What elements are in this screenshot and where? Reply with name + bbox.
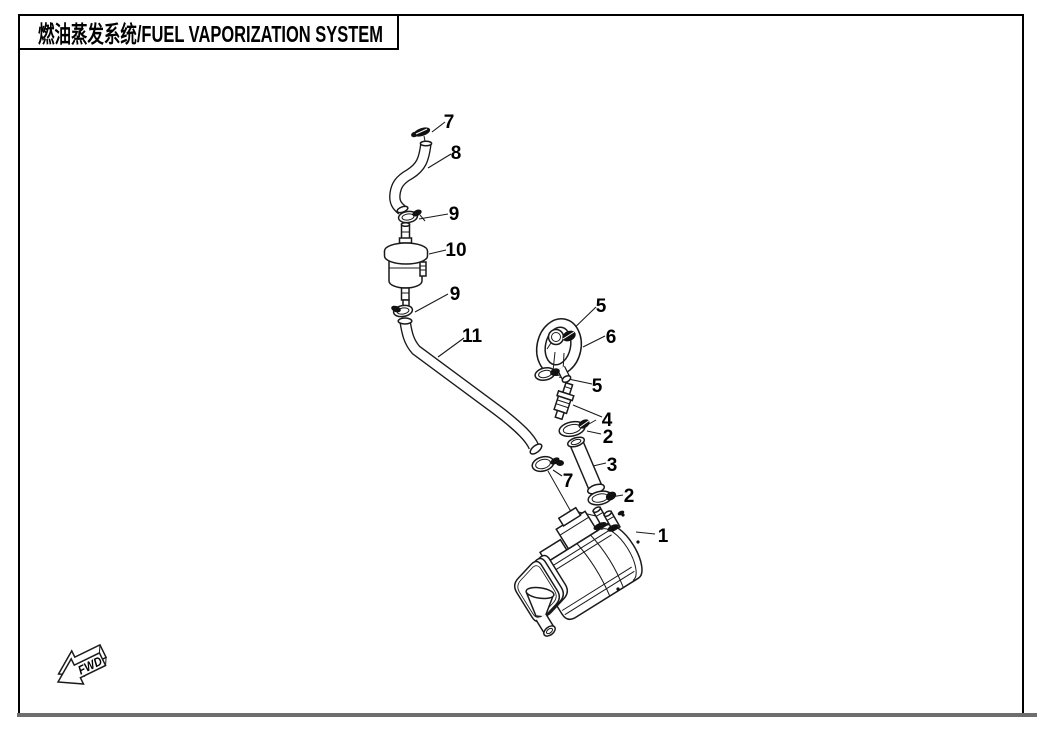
tank-assembly-1 bbox=[513, 506, 643, 637]
callout-2-lower: 2 bbox=[624, 486, 635, 507]
clamp-5-upper bbox=[546, 328, 576, 350]
callout-4: 4 bbox=[602, 410, 613, 431]
hose-11 bbox=[397, 317, 543, 455]
callout-6: 6 bbox=[606, 327, 617, 348]
page-title: 燃油蒸发系统/FUEL VAPORIZATION SYSTEM bbox=[38, 21, 383, 47]
callout-3: 3 bbox=[607, 455, 618, 476]
leader-lines bbox=[414, 121, 656, 535]
clamp-7-lower bbox=[531, 455, 564, 473]
callout-5-lower: 5 bbox=[592, 376, 603, 397]
valve-4 bbox=[553, 381, 575, 421]
fwd-arrow: FWD bbox=[56, 643, 108, 685]
clamp-7-top bbox=[411, 127, 431, 142]
clamp-2-lower bbox=[587, 490, 617, 506]
callout-7-top: 7 bbox=[444, 112, 455, 133]
hose-8 bbox=[389, 140, 433, 215]
tube-3 bbox=[566, 436, 606, 495]
callout-10: 10 bbox=[445, 240, 466, 261]
callout-8: 8 bbox=[451, 143, 462, 164]
callout-11: 11 bbox=[462, 326, 483, 347]
callout-2-upper: 2 bbox=[603, 427, 614, 448]
canister-10 bbox=[383, 221, 429, 309]
callout-9-lower: 9 bbox=[450, 284, 461, 305]
callout-1: 1 bbox=[658, 526, 669, 547]
clamp-2-upper bbox=[558, 419, 597, 438]
callouts: 7 8 9 10 9 11 5 6 5 4 2 3 2 7 1 bbox=[444, 112, 669, 547]
callout-9-upper: 9 bbox=[449, 204, 460, 225]
callout-5-upper: 5 bbox=[596, 296, 607, 317]
callout-7-lower: 7 bbox=[563, 471, 574, 492]
clamp-5-lower bbox=[534, 367, 560, 381]
page-border bbox=[18, 14, 1024, 714]
title-box bbox=[18, 14, 399, 50]
tank-outlet bbox=[535, 613, 556, 637]
tank-funnel bbox=[525, 586, 555, 618]
clamp-9-lower bbox=[391, 304, 414, 318]
